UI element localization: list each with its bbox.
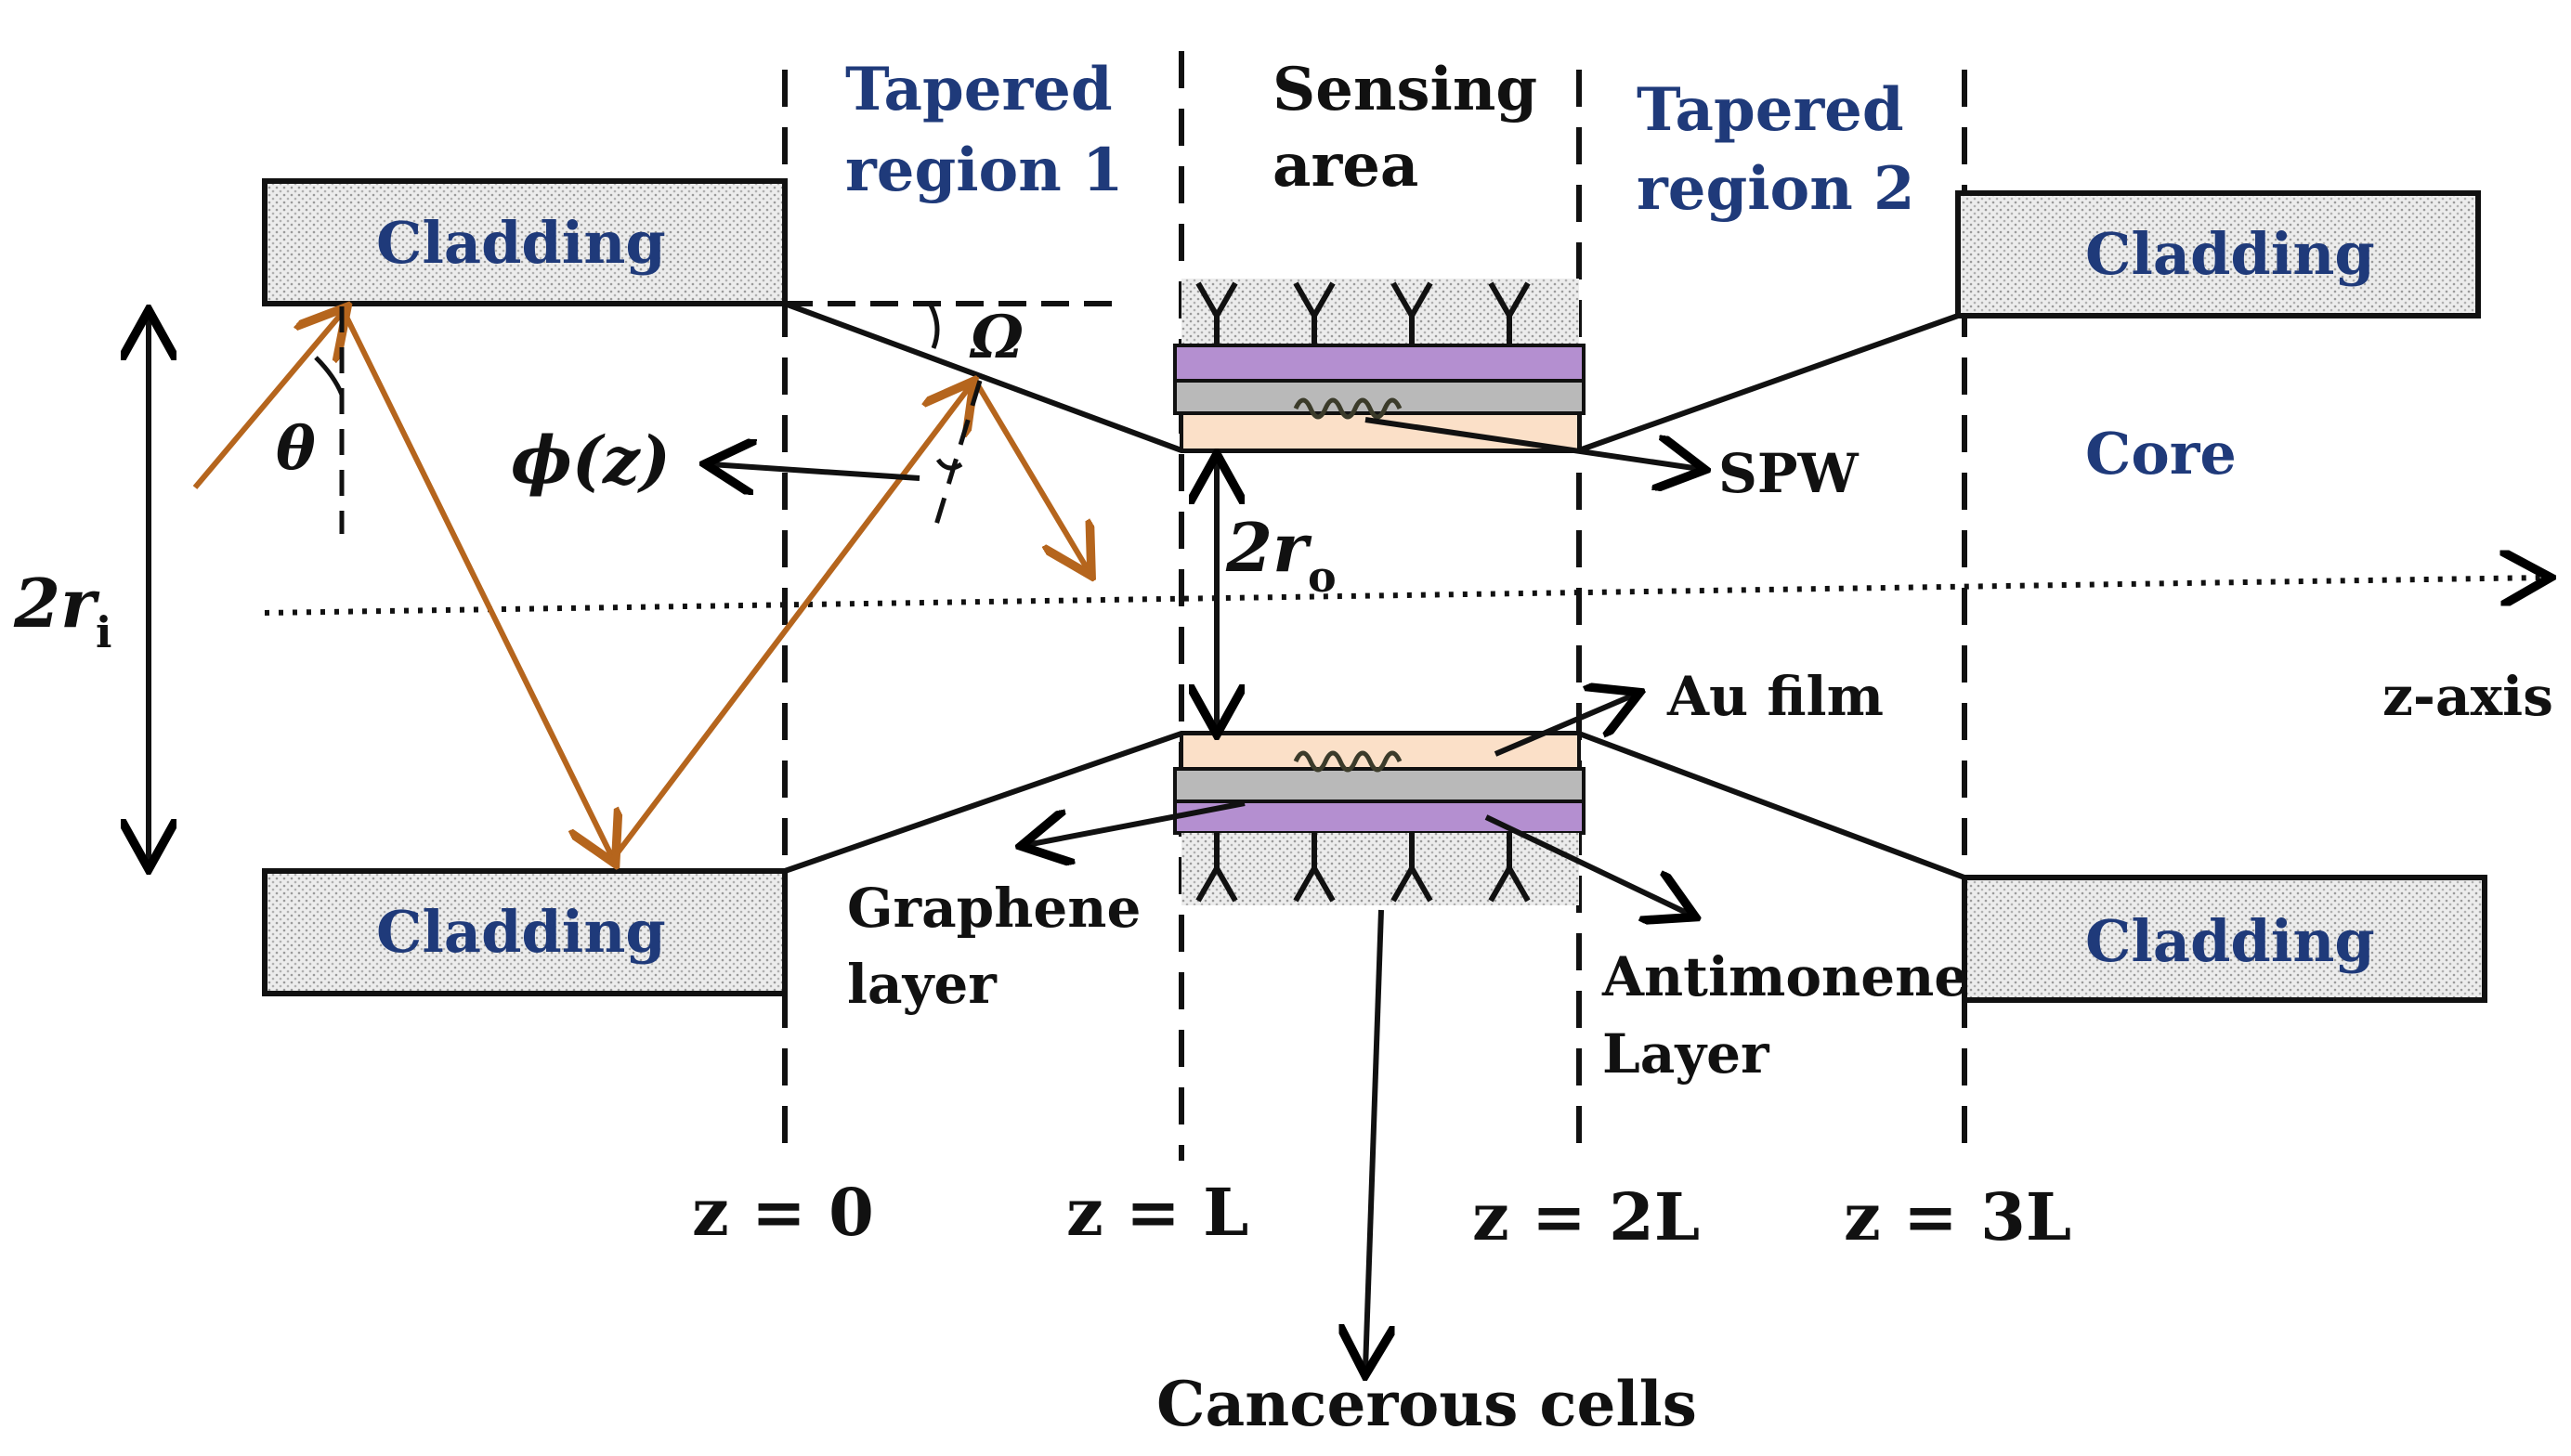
zL-label: z = L bbox=[1066, 1174, 1248, 1251]
z-axis-line bbox=[264, 578, 2545, 616]
antibodies-top bbox=[1195, 281, 1531, 345]
cladding-bottom-right-label: Cladding bbox=[2085, 907, 2375, 975]
graphene-layer-label: Graphene layer bbox=[847, 877, 1160, 1016]
r-o-symbol: 2ro bbox=[1225, 508, 1337, 602]
graphene-layer-bottom bbox=[1173, 767, 1586, 803]
tapered-region-2-label: Tapered region 2 bbox=[1637, 75, 1925, 224]
cladding-top-left-label: Cladding bbox=[376, 209, 666, 277]
cancerous-cells-arrow bbox=[1365, 909, 1381, 1370]
surface-wave-top bbox=[1293, 397, 1403, 420]
antimonene-layer-bottom bbox=[1173, 800, 1586, 835]
cladding-top-right-label: Cladding bbox=[2085, 220, 2375, 288]
angle-guides bbox=[314, 300, 983, 535]
sensing-stack-top bbox=[1173, 279, 1586, 452]
phi-arrow bbox=[711, 464, 920, 478]
omega-symbol: Ω bbox=[969, 303, 1024, 372]
cladding-top-right bbox=[1955, 190, 2481, 318]
graphene-arrow bbox=[1026, 800, 1246, 845]
surface-wave-bottom bbox=[1293, 750, 1403, 773]
antimonene-layer-top bbox=[1173, 344, 1586, 383]
cancerous-cells-label: Cancerous cells bbox=[1156, 1368, 1697, 1440]
cladding-bottom-left bbox=[262, 868, 788, 996]
theta-symbol: θ bbox=[276, 414, 316, 484]
spw-label: SPW bbox=[1718, 442, 1859, 505]
tapered-region-1-label: Tapered region 1 bbox=[845, 55, 1133, 205]
spw-arrow bbox=[1364, 417, 1700, 469]
antimonene-layer-label: Antimonene Layer bbox=[1601, 945, 1987, 1086]
cell-region-bottom bbox=[1181, 833, 1579, 905]
z-axis-label: z-axis bbox=[2382, 665, 2553, 728]
au-film-arrow bbox=[1494, 695, 1635, 757]
z0-label: z = 0 bbox=[692, 1174, 874, 1251]
au-film-label: Au film bbox=[1666, 665, 1884, 728]
cladding-bottom-left-label: Cladding bbox=[376, 898, 666, 966]
r-i-symbol: 2ri bbox=[13, 564, 112, 657]
cell-region-top bbox=[1181, 279, 1579, 345]
graphene-layer-top bbox=[1173, 379, 1586, 415]
sensing-stack-bottom bbox=[1173, 732, 1586, 905]
core-label: Core bbox=[2085, 420, 2237, 488]
z3L-label: z = 3L bbox=[1844, 1178, 2071, 1255]
annotation-arrows bbox=[149, 316, 1700, 1370]
phi-symbol: ϕ(z) bbox=[511, 422, 671, 499]
antibodies-bottom bbox=[1195, 833, 1531, 903]
antimonene-arrow bbox=[1484, 814, 1690, 915]
cladding-bottom-right bbox=[1962, 875, 2487, 1003]
z2L-label: z = 2L bbox=[1472, 1178, 1700, 1255]
cladding-top-left bbox=[262, 178, 788, 306]
sensing-area-label: Sensing area bbox=[1272, 55, 1558, 201]
light-ray bbox=[192, 311, 1089, 859]
gold-layer-bottom bbox=[1180, 732, 1581, 771]
